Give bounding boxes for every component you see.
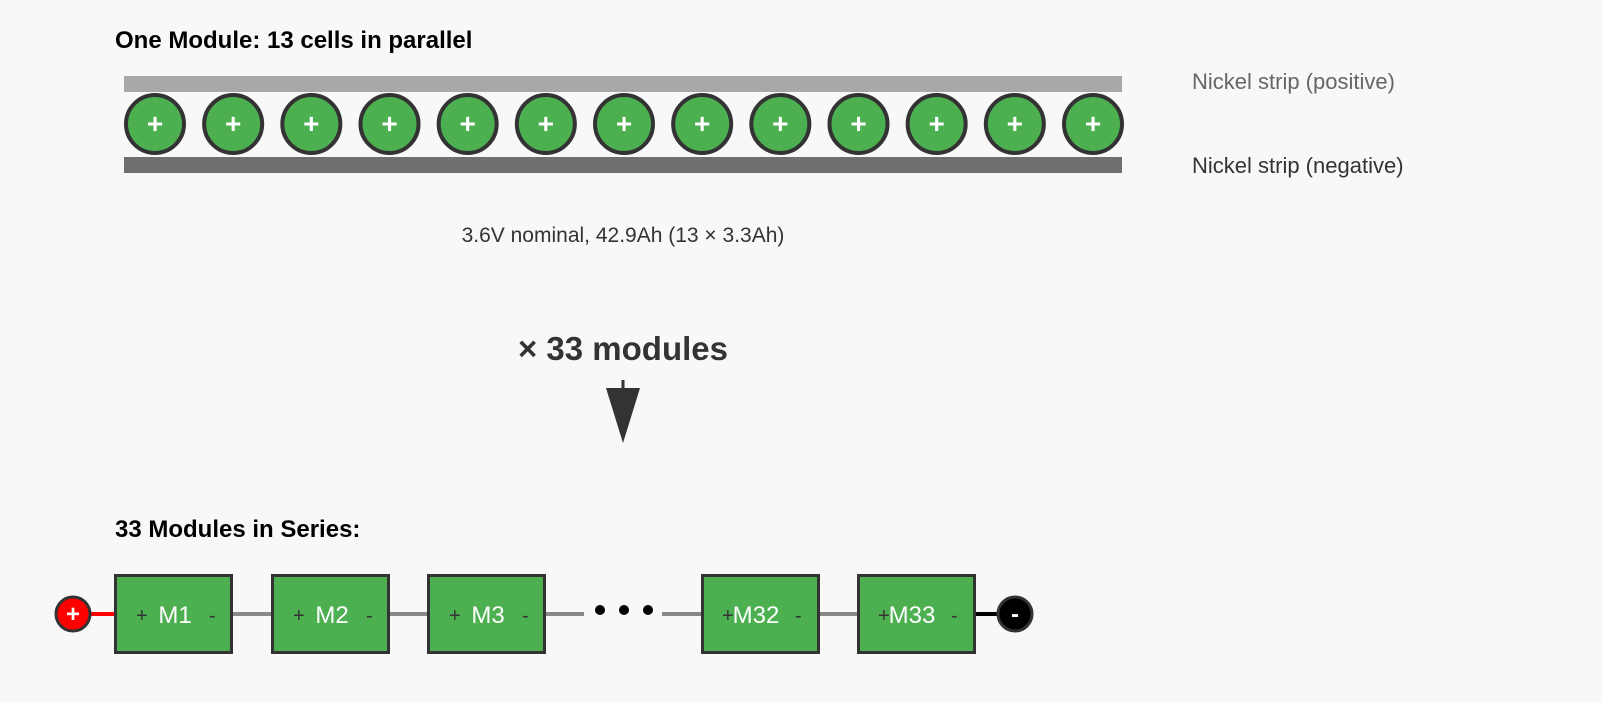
module-box: [271, 574, 390, 654]
module-box: [114, 574, 233, 654]
cell: [124, 93, 186, 155]
module-m33: +M33-: [857, 574, 976, 654]
module-minus: -: [366, 605, 373, 627]
cell: [358, 93, 421, 155]
positive-terminal: [54, 595, 92, 633]
cell-plus-symbol: +: [850, 108, 866, 139]
module-m32: +M32-: [701, 574, 820, 654]
ellipsis-dot: [643, 605, 653, 615]
module-plus: +: [136, 605, 148, 627]
cell: [905, 93, 968, 155]
module-box: [701, 574, 820, 654]
module-label: M33: [889, 602, 936, 629]
cell-plus-symbol: +: [459, 108, 475, 139]
cell-plus-symbol: +: [772, 108, 788, 139]
module-minus: -: [795, 605, 802, 627]
module-minus: -: [522, 605, 529, 627]
cell-plus-symbol: +: [1007, 108, 1023, 139]
series-chain: + - +M1-+M2-+M3-+M32-+M33-: [54, 574, 1034, 654]
negative-nickel-strip: [124, 157, 1122, 173]
cell: [593, 93, 655, 155]
multiplier-label: × 33 modules: [518, 330, 728, 367]
module-box: [857, 574, 976, 654]
cell-plus-symbol: +: [147, 108, 163, 139]
positive-nickel-strip: [124, 76, 1122, 92]
cell-plus-symbol: +: [616, 108, 632, 139]
cells-group: + + + + + + + + + + + + +: [124, 93, 1124, 155]
cell: [749, 93, 812, 155]
cell: [514, 93, 577, 155]
module-label: M2: [315, 602, 348, 629]
cell: [1062, 93, 1124, 155]
cell-plus-symbol: +: [694, 108, 710, 139]
module-m2: + M2-: [271, 574, 390, 654]
module-plus: +: [293, 605, 305, 627]
module-plus: +: [722, 605, 734, 627]
module-minus: -: [951, 605, 958, 627]
cell: [202, 93, 265, 155]
cell: [671, 93, 734, 155]
module-label: M3: [471, 602, 504, 629]
negative-terminal: [996, 595, 1034, 633]
module-minus: -: [209, 605, 216, 627]
cell: [827, 93, 890, 155]
module-plus: +: [878, 605, 890, 627]
cell-plus-symbol: +: [303, 108, 319, 139]
module-label: M32: [733, 602, 780, 629]
module-label: M1: [158, 602, 191, 629]
series-title: 33 Modules in Series:: [115, 516, 360, 543]
module-m1: + M1-: [114, 574, 233, 654]
module-spec: 3.6V nominal, 42.9Ah (13 × 3.3Ah): [462, 224, 785, 247]
cell: [983, 93, 1046, 155]
module-m3: + M3-: [427, 574, 546, 654]
negative-terminal-symbol: -: [1011, 601, 1019, 628]
negative-strip-label: Nickel strip (negative): [1192, 153, 1404, 178]
positive-terminal-symbol: +: [66, 601, 80, 628]
positive-strip-label: Nickel strip (positive): [1192, 69, 1395, 94]
arrow-down-icon: [606, 388, 640, 443]
cell: [436, 93, 499, 155]
cell-plus-symbol: +: [1085, 108, 1101, 139]
module-box: [427, 574, 546, 654]
cell-plus-symbol: +: [928, 108, 944, 139]
ellipsis-dot: [619, 605, 629, 615]
cell: [280, 93, 343, 155]
cell-plus-symbol: +: [381, 108, 397, 139]
cell-plus-symbol: +: [225, 108, 241, 139]
module-title: One Module: 13 cells in parallel: [115, 27, 472, 54]
ellipsis-dot: [595, 605, 605, 615]
cell-plus-symbol: +: [538, 108, 554, 139]
module-plus: +: [449, 605, 461, 627]
